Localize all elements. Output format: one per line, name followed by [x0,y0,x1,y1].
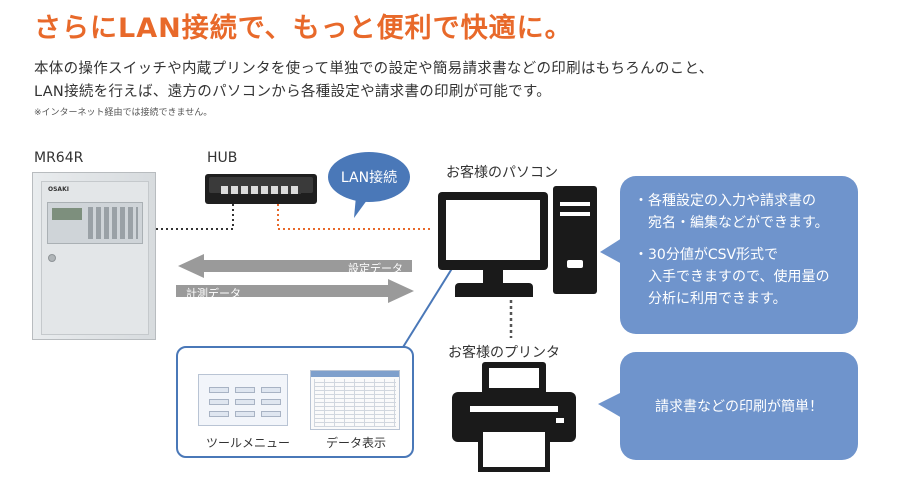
data-view-table [314,379,396,427]
printer-label: お客様のプリンタ [448,345,560,361]
menu-button-thumb [261,411,281,417]
monitor-icon [438,192,548,270]
monitor-screen [446,200,540,260]
data-view-caption: データ表示 [326,436,387,450]
settings-arrow [178,254,412,278]
menu-button-thumb [235,411,255,417]
hub-icon [205,174,317,204]
menu-button-thumb [235,387,255,393]
software-screens-box: ツールメニュー データ表示 [176,346,414,458]
pc-info-tail [600,238,622,264]
printer-output-paper [478,432,550,472]
printer-info-text: 請求書などの印刷が簡単！ [655,399,823,415]
printer-icon [482,362,546,394]
device-keypad [88,207,138,239]
data-view-screenshot [310,370,400,430]
menu-button-thumb [209,387,229,393]
measurement-arrow [176,279,414,303]
settings-data-label: 設定データ [348,262,403,275]
device-brand-logo: OSAKI [48,186,69,193]
hub-label: HUB [207,150,238,166]
device-display [52,208,82,220]
pc-info-line: 宛名・編集などができます。 [634,215,829,231]
tower-drive-slot [560,212,590,216]
printer-slot [470,406,558,412]
tower-drive-slot [560,202,590,206]
pc-label: お客様のパソコン [446,165,558,181]
tower-power-button [567,260,583,268]
intro-text-line-1: 本体の操作スイッチや内蔵プリンタを使って単独での設定や簡易請求書などの印刷はもち… [34,61,714,77]
printer-indicator [556,418,564,423]
pc-tower-icon [553,186,597,294]
lan-line [277,204,430,230]
tool-menu-caption: ツールメニュー [206,436,291,450]
pc-info-line: ・30分値がCSV形式で [634,247,779,263]
monitor-base [455,283,533,297]
device-door: OSAKI [41,181,149,335]
device-lock-icon [48,254,56,262]
printer-paper-in [489,368,539,388]
pc-info-line: 入手できますので、使用量の [634,269,830,285]
monitor-stand [483,270,503,284]
pc-info-line: 分析に利用できます。 [634,291,787,307]
mr64r-device: OSAKI [32,172,156,340]
tool-menu-screenshot [198,374,288,426]
menu-button-thumb [209,399,229,405]
printer-body [452,392,576,442]
data-view-title-bar [311,371,399,377]
menu-button-thumb [261,387,281,393]
measurement-data-label: 計測データ [186,287,241,300]
lan-connection-bubble: LAN接続 [328,152,410,202]
menu-button-thumb [209,411,229,417]
device-control-panel [47,202,143,244]
menu-button-thumb [261,399,281,405]
device-hub-line [156,204,234,230]
page-title: さらにLAN接続で、もっと便利で快適に。 [34,13,573,44]
hub-front [209,177,313,194]
footnote: ※インターネット経由では接続できません。 [34,108,213,118]
intro-text-line-2: LAN接続を行えば、遠方のパソコンから各種設定や請求書の印刷が可能です。 [34,84,552,100]
hub-ports [221,186,301,194]
printer-info-bubble: 請求書などの印刷が簡単！ [620,352,858,460]
pc-info-bubble: ・各種設定の入力や請求書の 宛名・編集などができます。 ・30分値がCSV形式で… [620,176,858,334]
device-label: MR64R [34,150,84,166]
printer-info-tail [598,392,622,418]
pc-info-line: ・各種設定の入力や請求書の [634,193,816,209]
menu-button-thumb [235,399,255,405]
